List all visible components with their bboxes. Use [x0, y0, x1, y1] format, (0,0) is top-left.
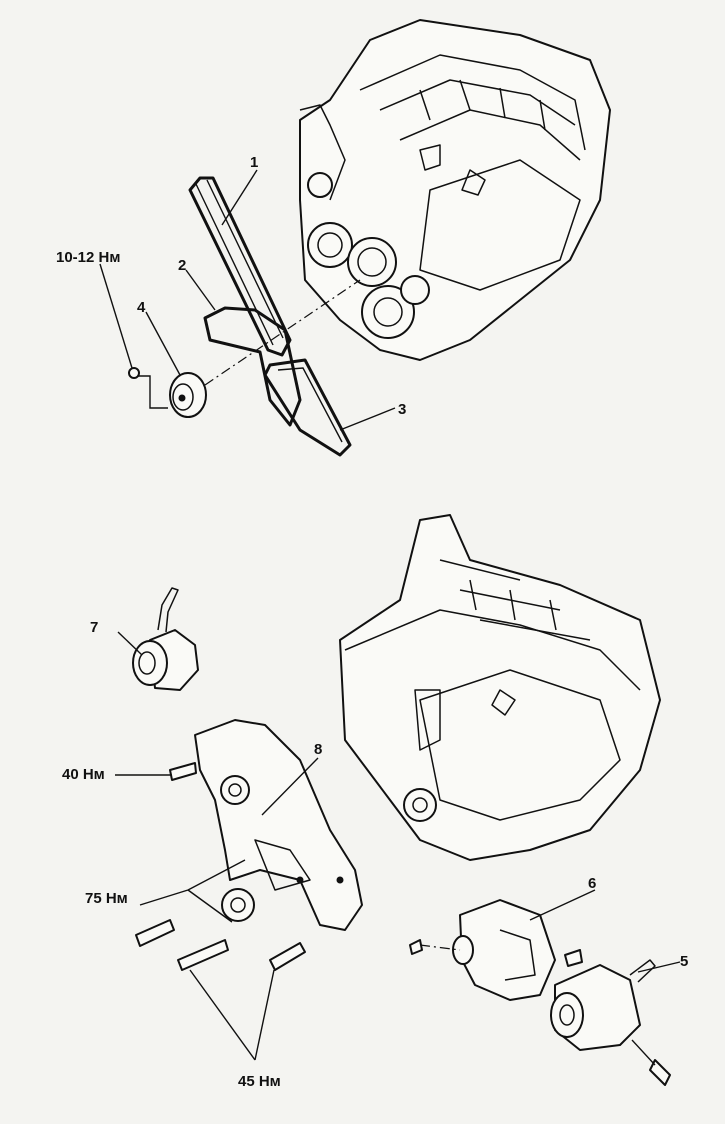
leader-6 — [529, 889, 596, 921]
callout-8: 8 — [314, 741, 322, 758]
bolt-75nm — [135, 919, 175, 947]
callout-4: 4 — [137, 299, 146, 316]
engine-top-illustration — [299, 19, 611, 361]
idler-pulley-4 — [169, 372, 207, 418]
leader-3 — [339, 407, 396, 431]
leader-7 — [117, 631, 143, 656]
torque-lower-bolts: 75 Нм — [85, 890, 128, 907]
callout-6: 6 — [588, 875, 596, 892]
leader-torque-45-b — [254, 969, 275, 1061]
alternator-6 — [409, 899, 583, 1001]
torque-bracket-bolt: 40 Нм — [62, 766, 105, 783]
leader-torque-75-c — [187, 889, 233, 923]
bolt-45nm-left — [177, 939, 229, 971]
leader-2 — [185, 269, 216, 311]
drive-belt-1 — [188, 176, 292, 357]
leader-1 — [221, 169, 258, 226]
callout-2: 2 — [178, 257, 186, 274]
power-steering-pump-7 — [132, 587, 199, 691]
leader-5 — [637, 961, 681, 973]
idler-bolt — [128, 367, 140, 379]
callout-3: 3 — [398, 401, 406, 418]
callout-5: 5 — [680, 953, 688, 970]
torque-idler-bolt: 10-12 Нм — [56, 249, 120, 266]
leader-torque-45-a — [189, 969, 256, 1061]
leader-torque-75-b — [187, 859, 246, 891]
leader-torque-75-a — [139, 889, 189, 906]
ac-compressor-5 — [550, 959, 671, 1086]
idler-bolt-bracket-line — [138, 375, 168, 409]
callout-1: 1 — [250, 154, 258, 171]
engine-bottom-illustration — [339, 514, 661, 861]
callout-7: 7 — [90, 619, 98, 636]
bolt-40nm — [169, 762, 197, 781]
bolt-45nm-right — [269, 942, 306, 971]
torque-bottom-bolts: 45 Нм — [238, 1073, 281, 1090]
bracket-8 — [194, 719, 363, 931]
leader-torque-idler — [99, 263, 133, 369]
leader-8 — [261, 757, 319, 816]
leader-4 — [145, 311, 181, 376]
drive-belt-2 — [203, 306, 302, 427]
drive-belt-3 — [263, 358, 352, 457]
